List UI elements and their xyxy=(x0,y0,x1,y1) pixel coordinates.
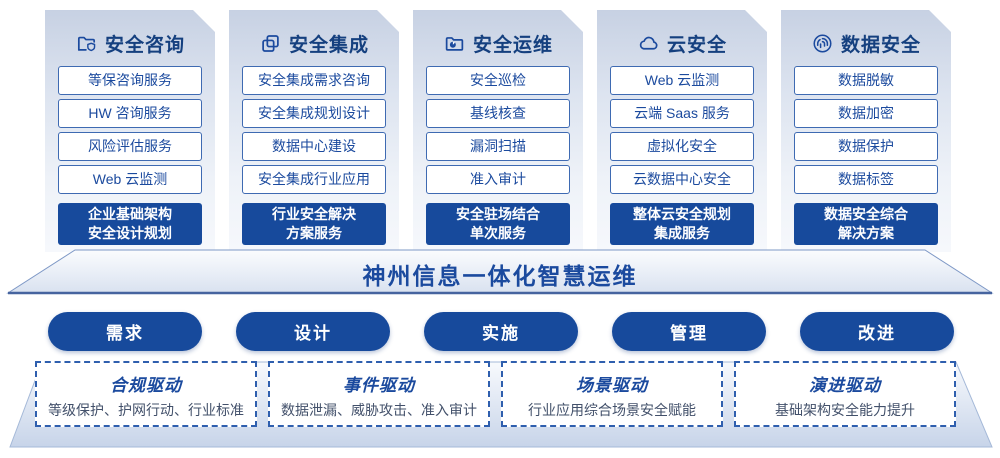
highlight-line: 行业安全解决 xyxy=(272,206,356,222)
service-item: 风险评估服务 xyxy=(58,132,202,161)
driver-title: 演进驱动 xyxy=(809,376,881,395)
driver-desc: 行业应用综合场景安全赋能 xyxy=(528,402,696,418)
highlight-service: 整体云安全规划 集成服务 xyxy=(610,203,754,245)
driver-scenario: 场景驱动 行业应用综合场景安全赋能 xyxy=(501,361,723,427)
folder-shield-icon xyxy=(75,32,98,55)
highlight-line: 单次服务 xyxy=(470,225,526,241)
service-item: 准入审计 xyxy=(426,165,570,194)
highlight-service: 行业安全解决 方案服务 xyxy=(242,203,386,245)
service-items: Web 云监测 云端 Saas 服务 虚拟化安全 云数据中心安全 xyxy=(597,66,767,194)
pill-management: 管理 xyxy=(612,312,766,351)
highlight-line: 集成服务 xyxy=(654,225,710,241)
card-title-label: 安全运维 xyxy=(472,34,553,56)
pill-requirements: 需求 xyxy=(48,312,202,351)
highlight-service: 数据安全综合 解决方案 xyxy=(794,203,938,245)
highlight-line: 方案服务 xyxy=(286,225,342,241)
card-title: 数据安全 xyxy=(781,29,951,57)
service-item: 等保咨询服务 xyxy=(58,66,202,95)
process-pills: 需求 设计 实施 管理 改进 xyxy=(48,312,954,351)
driver-desc: 数据泄漏、威胁攻击、准入审计 xyxy=(281,402,477,418)
service-item: 云数据中心安全 xyxy=(610,165,754,194)
card-title: 安全咨询 xyxy=(45,29,215,57)
highlight-line: 安全驻场结合 xyxy=(456,206,540,222)
highlight-line: 安全设计规划 xyxy=(88,225,172,241)
service-item: Web 云监测 xyxy=(58,165,202,194)
service-item: 基线核查 xyxy=(426,99,570,128)
card-title: 安全运维 xyxy=(413,29,583,57)
service-item: 云端 Saas 服务 xyxy=(610,99,754,128)
service-item: 数据保护 xyxy=(794,132,938,161)
highlight-line: 整体云安全规划 xyxy=(633,206,731,222)
driver-desc: 基础架构安全能力提升 xyxy=(775,402,915,418)
service-item: 数据标签 xyxy=(794,165,938,194)
card-title-label: 安全集成 xyxy=(288,34,369,56)
service-items: 数据脱敏 数据加密 数据保护 数据标签 xyxy=(781,66,951,194)
driver-evolution: 演进驱动 基础架构安全能力提升 xyxy=(734,361,956,427)
highlight-line: 企业基础架构 xyxy=(88,206,172,222)
service-item: HW 咨询服务 xyxy=(58,99,202,128)
card-data-security: 数据安全 数据脱敏 数据加密 数据保护 数据标签 数据安全综合 解决方案 xyxy=(781,10,951,252)
service-columns: 安全咨询 等保咨询服务 HW 咨询服务 风险评估服务 Web 云监测 企业基础架… xyxy=(45,10,951,252)
card-security-operations: 安全运维 安全巡检 基线核查 漏洞扫描 准入审计 安全驻场结合 单次服务 xyxy=(413,10,583,252)
pill-improvement: 改进 xyxy=(800,312,954,351)
driver-boxes: 合规驱动 等级保护、护网行动、行业标准 事件驱动 数据泄漏、威胁攻击、准入审计 … xyxy=(35,361,956,427)
service-item: 安全集成规划设计 xyxy=(242,99,386,128)
driver-desc: 等级保护、护网行动、行业标准 xyxy=(48,402,244,418)
service-item: 安全集成需求咨询 xyxy=(242,66,386,95)
service-item: 漏洞扫描 xyxy=(426,132,570,161)
documents-icon xyxy=(259,32,282,55)
driver-incident: 事件驱动 数据泄漏、威胁攻击、准入审计 xyxy=(268,361,490,427)
card-title-label: 数据安全 xyxy=(840,34,921,56)
card-security-integration: 安全集成 安全集成需求咨询 安全集成规划设计 数据中心建设 安全集成行业应用 行… xyxy=(229,10,399,252)
highlight-service: 企业基础架构 安全设计规划 xyxy=(58,203,202,245)
folder-clock-icon xyxy=(443,32,466,55)
service-items: 等保咨询服务 HW 咨询服务 风险评估服务 Web 云监测 xyxy=(45,66,215,194)
banner-title: 神州信息一体化智慧运维 xyxy=(362,263,638,289)
highlight-line: 解决方案 xyxy=(838,225,894,241)
service-item: 数据加密 xyxy=(794,99,938,128)
cloud-icon xyxy=(637,32,660,55)
card-title-label: 云安全 xyxy=(666,34,727,56)
card-title: 云安全 xyxy=(597,29,767,57)
driver-title: 合规驱动 xyxy=(110,376,182,395)
service-item: 安全集成行业应用 xyxy=(242,165,386,194)
fingerprint-icon xyxy=(811,32,834,55)
pill-implementation: 实施 xyxy=(424,312,578,351)
highlight-line: 数据安全综合 xyxy=(824,206,908,222)
pill-design: 设计 xyxy=(236,312,390,351)
card-title: 安全集成 xyxy=(229,29,399,57)
card-cloud-security: 云安全 Web 云监测 云端 Saas 服务 虚拟化安全 云数据中心安全 整体云… xyxy=(597,10,767,252)
card-title-label: 安全咨询 xyxy=(104,34,185,56)
service-item: 数据脱敏 xyxy=(794,66,938,95)
driver-title: 事件驱动 xyxy=(343,376,415,395)
card-security-consulting: 安全咨询 等保咨询服务 HW 咨询服务 风险评估服务 Web 云监测 企业基础架… xyxy=(45,10,215,252)
highlight-service: 安全驻场结合 单次服务 xyxy=(426,203,570,245)
service-item: Web 云监测 xyxy=(610,66,754,95)
driver-compliance: 合规驱动 等级保护、护网行动、行业标准 xyxy=(35,361,257,427)
service-item: 虚拟化安全 xyxy=(610,132,754,161)
driver-title: 场景驱动 xyxy=(576,376,648,395)
service-item: 安全巡检 xyxy=(426,66,570,95)
service-items: 安全巡检 基线核查 漏洞扫描 准入审计 xyxy=(413,66,583,194)
service-items: 安全集成需求咨询 安全集成规划设计 数据中心建设 安全集成行业应用 xyxy=(229,66,399,194)
service-item: 数据中心建设 xyxy=(242,132,386,161)
